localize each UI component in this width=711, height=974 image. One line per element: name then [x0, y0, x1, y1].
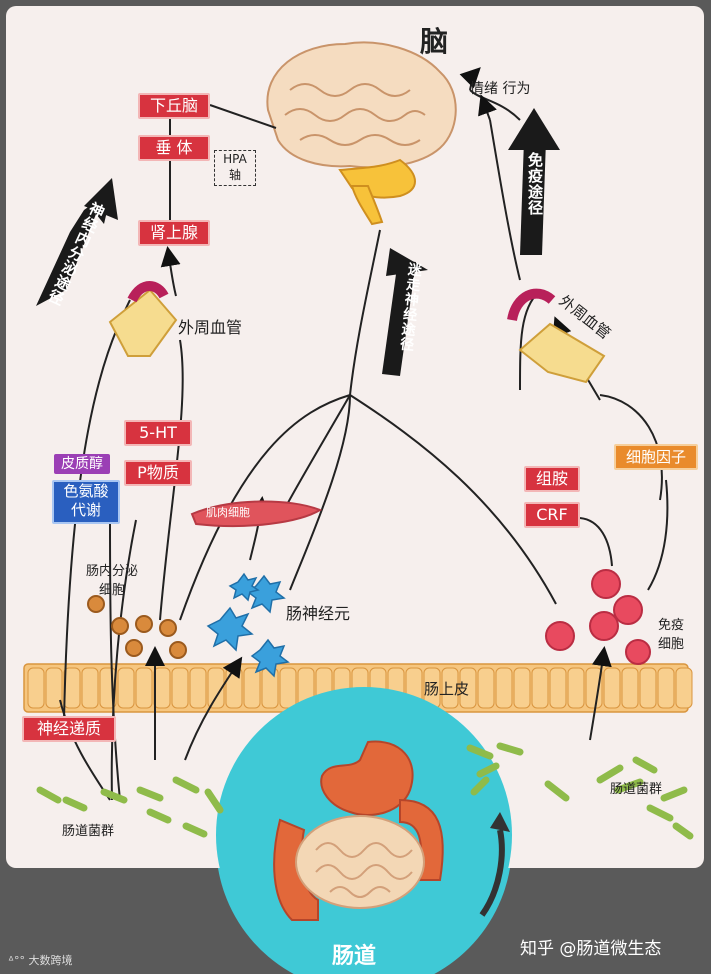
bacterium — [182, 822, 208, 838]
villus — [45, 667, 63, 709]
axis-label: 轴 — [228, 168, 241, 182]
bacterium — [470, 776, 490, 796]
muscle-cell-illustration — [190, 500, 323, 528]
left-vessel-label: 外周血管 — [178, 318, 243, 337]
bacterium — [136, 786, 164, 802]
villus — [135, 667, 153, 709]
enteroendocrine-label: 肠内分泌 细胞 — [86, 564, 139, 598]
hpa-axis-box: HPA 轴 — [214, 150, 256, 186]
bacterium — [544, 780, 570, 802]
enteroendocrine-cells — [87, 595, 187, 659]
crf-box: CRF — [524, 502, 580, 528]
right-vessel — [507, 288, 606, 384]
villus — [459, 667, 477, 709]
villus — [603, 667, 621, 709]
bacterium — [476, 762, 500, 778]
immune-label: 免疫途径 — [526, 152, 544, 216]
villus — [513, 667, 531, 709]
villus — [639, 667, 657, 709]
villus — [675, 667, 693, 709]
bacterium — [100, 788, 128, 804]
left-vessel — [108, 281, 178, 357]
muscle-cell-label: 肌肉细胞 — [206, 506, 250, 519]
bacterium — [172, 776, 200, 794]
credit-label: 知乎 @肠道微生态 — [520, 939, 662, 959]
villus — [657, 667, 675, 709]
bacterium — [660, 786, 688, 802]
villus — [63, 667, 81, 709]
bacterium — [596, 764, 624, 784]
villus — [621, 667, 639, 709]
enteric-neurons — [206, 572, 290, 678]
microbiota-right-label: 肠道菌群 — [610, 782, 663, 797]
pituitary-box: 垂 体 — [138, 135, 210, 161]
villus — [117, 667, 135, 709]
enteric-neuron-label: 肠神经元 — [286, 604, 351, 623]
tryptophan-box: 色氨酸 代谢 — [52, 480, 120, 524]
villus — [495, 667, 513, 709]
bacterium — [62, 796, 88, 812]
immune-arrow — [508, 108, 560, 255]
immune-cells — [545, 569, 651, 665]
gut-illustration — [0, 687, 711, 974]
substance-p-box: P物质 — [124, 460, 192, 486]
bacterium — [632, 756, 658, 774]
serotonin-box: 5-HT — [124, 420, 192, 446]
villus — [243, 667, 261, 709]
cytokine-box: 细胞因子 — [614, 444, 698, 470]
bacterium — [466, 744, 494, 760]
watermark-logo: ᐞ°° — [8, 954, 25, 967]
villus — [279, 667, 297, 709]
bacterium — [496, 742, 524, 756]
villus — [225, 667, 243, 709]
bacterium — [672, 822, 694, 840]
bacterium — [146, 808, 172, 824]
watermark-text: 大数跨境 — [28, 954, 73, 967]
bacterium — [204, 788, 224, 814]
bacteria — [36, 742, 694, 840]
microbiota-left-label: 肠道菌群 — [62, 824, 115, 839]
brain-illustration — [266, 41, 457, 226]
neurotransmitter-box: 神经递质 — [22, 716, 116, 742]
neuroendocrine-arrow — [36, 178, 118, 306]
adrenal-box: 肾上腺 — [138, 220, 210, 246]
villus — [81, 667, 99, 709]
watermark: ᐞ°° 大数跨境 — [8, 952, 72, 968]
villus — [549, 667, 567, 709]
hypothalamus-box: 下丘脑 — [138, 93, 210, 119]
villus — [27, 667, 45, 709]
emotion-behavior-label: 情绪 行为 — [470, 81, 531, 97]
villus — [261, 667, 279, 709]
gut-label: 肠道 — [332, 944, 377, 969]
villus — [441, 667, 459, 709]
villus — [153, 667, 171, 709]
epithelium-label: 肠上皮 — [424, 680, 470, 698]
brain-title: 脑 — [420, 25, 449, 58]
villus — [585, 667, 603, 709]
bacterium — [614, 778, 644, 794]
villus — [567, 667, 585, 709]
immune-cell-label: 免疫 细胞 — [658, 618, 685, 652]
villus — [207, 667, 225, 709]
bacterium — [36, 786, 62, 804]
villus — [531, 667, 549, 709]
villus — [189, 667, 207, 709]
villus — [477, 667, 495, 709]
vagus-arrow — [382, 248, 428, 376]
cortisol-box: 皮质醇 — [54, 454, 110, 474]
bacterium — [646, 804, 674, 822]
villus — [171, 667, 189, 709]
hpa-label: HPA — [223, 152, 247, 166]
histamine-box: 组胺 — [524, 466, 580, 492]
